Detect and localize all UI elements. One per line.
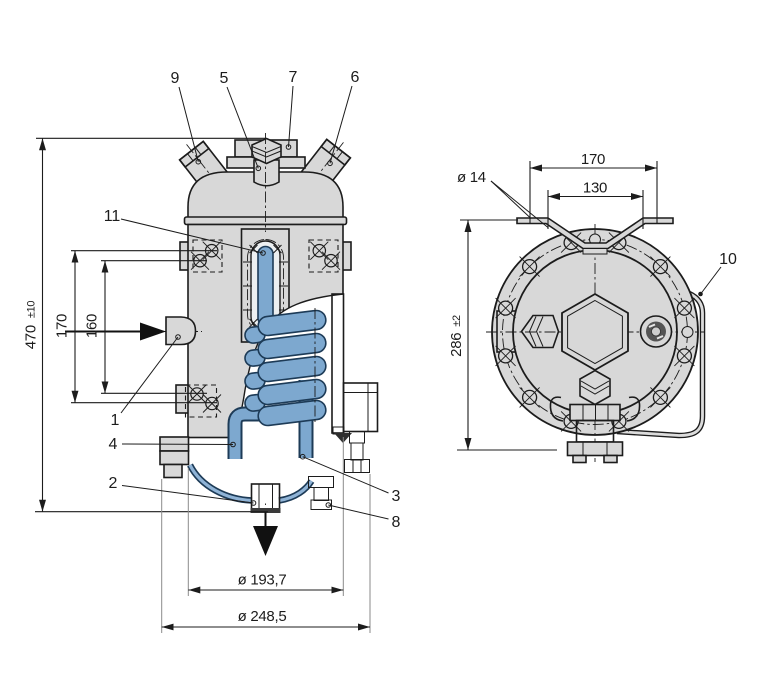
side-port-right (639, 315, 673, 348)
dim-bracket-hole: ø 14 (457, 169, 486, 186)
dim-overall-height: 470±10 (23, 301, 40, 350)
part-label-5: 5 (220, 70, 229, 87)
section-cutaway (159, 293, 379, 513)
part-label-2: 2 (109, 475, 118, 492)
drain-port (250, 483, 281, 513)
part-label-6: 6 (351, 69, 360, 86)
clip-right (626, 396, 641, 422)
part-label-11: 11 (104, 208, 121, 225)
front-section-view: 470±10 170 160 ø 193,7 ø 248,5 (23, 69, 401, 633)
mounting-bracket (516, 217, 674, 255)
part-label-7: 7 (289, 69, 298, 86)
clip-left (549, 396, 564, 422)
bowl-dish (187, 463, 315, 504)
outlet-flow-arrow (253, 512, 278, 556)
dim-flange-dia: ø 248,5 (238, 608, 287, 625)
part-label-1: 1 (111, 412, 120, 429)
inlet-flow-arrow (65, 322, 166, 341)
part-label-10: 10 (719, 251, 737, 268)
part-labels-front: 9 5 7 6 11 1 4 2 3 8 (104, 69, 401, 531)
hole-right (681, 326, 694, 338)
drain-assembly (549, 396, 641, 464)
part-label-8: 8 (392, 514, 401, 531)
side-hex-plug (520, 314, 560, 349)
tab-lower-left (175, 384, 190, 414)
part-label-3: 3 (392, 488, 401, 505)
flange-left (159, 436, 190, 479)
dimensions-side: 170 130 ø 14 286±2 (448, 151, 658, 451)
inlet-port (165, 316, 197, 346)
bolt-pads (184, 239, 341, 418)
bottom-hex-fitting (579, 369, 611, 406)
down-tube-left (227, 406, 272, 459)
part-label-4: 4 (109, 436, 118, 453)
part-label-9: 9 (171, 70, 180, 87)
part-label-10-group: 10 (698, 251, 737, 297)
outlet-block (342, 382, 379, 433)
dim-bracket-outer: 170 (581, 151, 605, 168)
dim-pad-span-outer: 170 (54, 314, 71, 338)
side-view: 170 130 ø 14 286±2 10 (448, 151, 737, 464)
dim-bracket-inner: 130 (583, 180, 607, 197)
dim-side-height: 286±2 (448, 315, 465, 357)
dimensions-front: 470±10 170 160 ø 193,7 ø 248,5 (23, 137, 371, 633)
dim-pad-span-inner: 160 (84, 314, 101, 338)
drain-plug-right (308, 476, 334, 510)
dim-bowl-dia: ø 193,7 (238, 572, 287, 589)
